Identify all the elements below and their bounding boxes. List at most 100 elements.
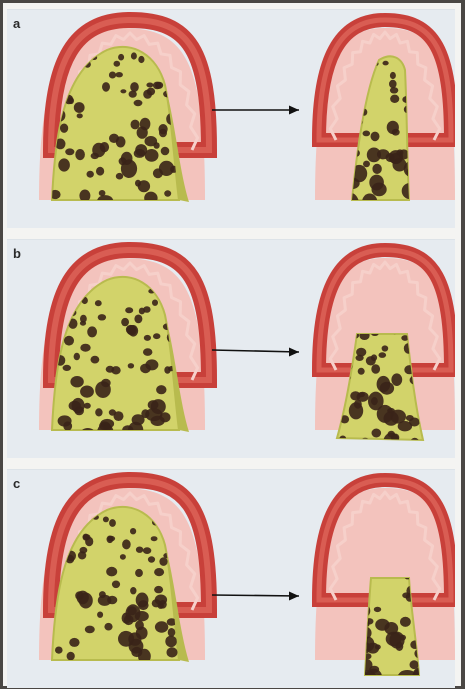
bone-pore: [368, 392, 384, 411]
bone-pore: [156, 385, 166, 394]
bone-pore: [135, 569, 143, 577]
bone-pore: [118, 54, 124, 61]
bone-pore: [120, 554, 126, 560]
bone-pore: [67, 652, 75, 661]
bone-pore: [152, 300, 158, 306]
bone-pore: [153, 168, 163, 178]
bone-pore: [60, 124, 68, 133]
bone-pore: [358, 214, 372, 224]
bone-pore: [55, 647, 63, 654]
bone-pore: [363, 161, 370, 168]
bone-pore: [154, 568, 164, 576]
bone-pore: [145, 149, 159, 162]
bone-pore: [85, 626, 95, 634]
panel-a: a: [7, 9, 455, 228]
bone-pore: [371, 364, 380, 374]
bone-pore: [398, 421, 412, 431]
bone-pore: [358, 392, 365, 397]
bone-pore: [63, 421, 72, 430]
bone-pore: [103, 517, 109, 523]
bone-pore: [91, 356, 100, 364]
bone-pore: [109, 134, 119, 143]
bone-pore: [116, 173, 123, 180]
bone-pore: [371, 442, 386, 456]
bone-pore: [155, 621, 168, 632]
figure-page: a b c: [3, 3, 461, 686]
ridge-before-b: [39, 250, 209, 442]
bone-pore: [74, 102, 85, 113]
bone-pore: [106, 567, 117, 577]
bone-pore: [102, 82, 110, 92]
bone-pore: [84, 403, 91, 409]
bone-pore: [95, 300, 102, 306]
bone-pore: [98, 314, 106, 320]
ridge-after-a: [315, 20, 455, 224]
bone-pore: [144, 335, 151, 341]
bone-pore: [387, 121, 399, 134]
bone-pore: [154, 142, 160, 149]
bone-pore: [136, 547, 143, 553]
bone-pore: [147, 88, 155, 96]
bone-pore: [114, 61, 121, 67]
bone-pore: [164, 366, 170, 373]
bone-pore: [80, 321, 86, 326]
bone-pore: [116, 72, 123, 77]
bone-pore: [168, 628, 176, 637]
bone-pore: [104, 425, 112, 431]
bone-pore: [160, 412, 171, 422]
bone-pore: [134, 315, 142, 324]
bone-pore: [354, 400, 362, 409]
bone-pore: [159, 557, 167, 566]
bone-pore: [369, 666, 379, 673]
bone-pore: [78, 551, 86, 559]
bone-pore: [380, 382, 394, 395]
bone-pore: [130, 587, 136, 594]
bone-pore: [127, 325, 137, 335]
bone-pore: [356, 348, 366, 357]
bone-pore: [365, 442, 377, 456]
bone-pore: [161, 147, 170, 156]
bone-pore: [111, 366, 120, 374]
bone-pore: [400, 617, 411, 627]
ridge-after-b: [315, 250, 455, 456]
bone-pore: [396, 149, 403, 155]
bone-pore: [159, 600, 167, 609]
bone-pore: [155, 82, 163, 89]
bone-pore: [362, 194, 377, 210]
bone-pore: [104, 623, 112, 631]
bone-pore: [146, 83, 153, 88]
bone-pore: [122, 539, 131, 549]
bone-pore: [369, 175, 384, 191]
bone-pore: [75, 149, 85, 160]
bone-pore: [410, 438, 419, 448]
bone-pore: [143, 348, 152, 356]
bone-pore: [388, 442, 401, 454]
bone-pore: [83, 534, 91, 540]
bone-pore: [355, 440, 363, 449]
bone-pore: [367, 148, 381, 163]
bone-pore: [109, 409, 116, 415]
bone-pore: [87, 171, 94, 178]
bone-pore: [138, 180, 150, 192]
bone-pore: [120, 89, 126, 93]
bone-pore: [386, 632, 402, 646]
bone-pore: [383, 61, 389, 66]
bone-pore: [406, 415, 414, 421]
bone-pore: [143, 547, 151, 554]
bone-pore: [128, 363, 134, 368]
bone-pore: [69, 638, 79, 647]
bone-pore: [154, 586, 163, 593]
bone-pore: [80, 344, 90, 352]
bone-pore: [99, 591, 106, 598]
bone-pore: [107, 536, 114, 544]
bone-pore: [80, 386, 94, 398]
bone-pore: [58, 158, 70, 171]
bone-pore: [77, 113, 83, 118]
bone-pore: [143, 306, 150, 313]
bone-pore: [374, 607, 381, 612]
bone-pore: [153, 333, 160, 339]
bone-pore: [137, 126, 148, 138]
bone-pore: [379, 352, 387, 358]
ridge-before-a: [39, 20, 209, 207]
bone-pore: [151, 536, 158, 541]
